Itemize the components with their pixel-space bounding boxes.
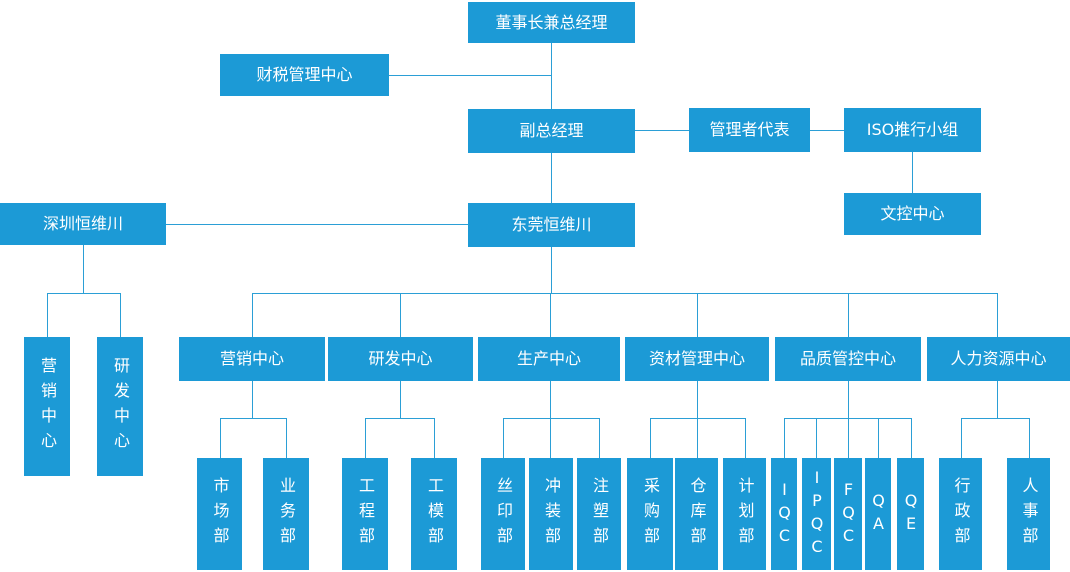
connector-line xyxy=(878,418,879,458)
connector-line xyxy=(83,245,84,293)
connector-line xyxy=(784,418,912,419)
node-tooling-dept: 工模部 xyxy=(411,458,457,570)
connector-line xyxy=(365,418,366,458)
connector-line xyxy=(1029,418,1030,458)
node-warehouse-dept: 仓库部 xyxy=(675,458,718,570)
connector-line xyxy=(848,293,849,337)
node-iso-team: ISO推行小组 xyxy=(844,108,981,152)
connector-line xyxy=(745,418,746,458)
connector-line xyxy=(166,224,468,225)
node-quality-control-center: 品质管控中心 xyxy=(775,337,921,381)
node-document-control-center: 文控中心 xyxy=(844,193,981,235)
connector-line xyxy=(400,381,401,418)
node-hr-center: 人力资源中心 xyxy=(927,337,1070,381)
connector-line xyxy=(503,418,600,419)
node-production-center: 生产中心 xyxy=(478,337,620,381)
connector-line xyxy=(286,418,287,458)
node-engineering-dept: 工程部 xyxy=(342,458,388,570)
node-deputy-general-manager: 副总经理 xyxy=(468,109,635,153)
node-silkscreen-dept: 丝印部 xyxy=(481,458,525,570)
connector-line xyxy=(912,152,913,193)
connector-line xyxy=(252,381,253,418)
connector-line xyxy=(816,418,817,458)
connector-line xyxy=(47,293,48,337)
node-finance-tax-center: 财税管理中心 xyxy=(220,54,389,96)
node-stamping-dept: 冲装部 xyxy=(529,458,573,570)
connector-line xyxy=(961,418,962,458)
node-iqc: IQC xyxy=(771,458,797,570)
node-business-dept: 业务部 xyxy=(263,458,309,570)
connector-line xyxy=(697,381,698,458)
connector-line xyxy=(997,381,998,418)
connector-line xyxy=(120,293,121,337)
node-sz-marketing-center: 营销中心 xyxy=(24,337,70,476)
connector-line xyxy=(911,418,912,458)
connector-line xyxy=(650,418,746,419)
connector-line xyxy=(389,75,551,76)
node-fqc: FQC xyxy=(834,458,862,570)
node-rd-center: 研发中心 xyxy=(328,337,473,381)
node-marketing-center: 营销中心 xyxy=(179,337,325,381)
connector-line xyxy=(961,418,1030,419)
connector-line xyxy=(697,293,698,337)
connector-line xyxy=(784,418,785,458)
connector-line xyxy=(252,293,998,294)
connector-line xyxy=(365,418,435,419)
node-qe: QE xyxy=(897,458,924,570)
connector-line xyxy=(551,153,552,203)
connector-line xyxy=(47,293,121,294)
node-planning-dept: 计划部 xyxy=(723,458,766,570)
connector-line xyxy=(550,381,551,458)
node-purchasing-dept: 采购部 xyxy=(627,458,673,570)
connector-line xyxy=(220,418,287,419)
node-qa: QA xyxy=(865,458,891,570)
node-market-dept: 市场部 xyxy=(197,458,242,570)
node-shenzhen-hengweichuan: 深圳恒维川 xyxy=(0,203,166,245)
node-chairman-general-manager: 董事长兼总经理 xyxy=(468,2,635,43)
connector-line xyxy=(550,293,551,337)
connector-line xyxy=(434,418,435,458)
connector-line xyxy=(551,43,552,109)
connector-line xyxy=(503,418,504,458)
connector-line xyxy=(810,130,844,131)
node-personnel-dept: 人事部 xyxy=(1007,458,1050,570)
connector-line xyxy=(599,418,600,458)
connector-line xyxy=(650,418,651,458)
node-management-representative: 管理者代表 xyxy=(689,108,810,152)
connector-line xyxy=(635,130,689,131)
connector-line xyxy=(252,293,253,337)
node-sz-rd-center: 研发中心 xyxy=(97,337,143,476)
node-injection-dept: 注塑部 xyxy=(577,458,621,570)
connector-line xyxy=(848,381,849,458)
connector-line xyxy=(551,247,552,293)
node-ipqc: IPQC xyxy=(802,458,831,570)
node-dongguan-hengweichuan: 东莞恒维川 xyxy=(468,203,635,247)
node-materials-management-center: 资材管理中心 xyxy=(625,337,769,381)
connector-line xyxy=(997,293,998,337)
node-admin-dept: 行政部 xyxy=(939,458,982,570)
connector-line xyxy=(400,293,401,337)
connector-line xyxy=(220,418,221,458)
